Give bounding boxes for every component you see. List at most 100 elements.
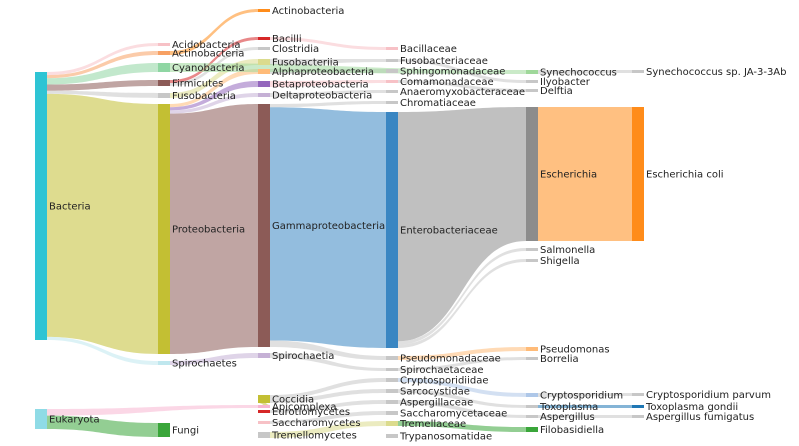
sankey-node-gammaproteobacteria	[258, 104, 270, 347]
sankey-node-bacilli	[258, 37, 270, 40]
sankey-node-acidobacteria	[158, 43, 170, 46]
sankey-link-gammaproteobacteria-to-pseudomonadaceae	[270, 340, 386, 360]
sankey-link-bacilli-to-bacillaceae	[270, 37, 386, 50]
sankey-node-spirochaetes	[158, 361, 170, 365]
sankey-link-firmicutes-to-bacilli	[170, 37, 258, 83]
sankey-link-saccharomycetes-to-saccharomycetaceae	[270, 411, 386, 424]
sankey-node-enterobacteriaceae	[386, 112, 398, 348]
sankey-link-coccidia-to-cryptosporidiidae	[270, 378, 386, 399]
sankey-node-salmonella	[526, 248, 538, 251]
sankey-node-spirochaetia	[258, 353, 270, 358]
sankey-label-alphaproteobacteria: Alphaproteobacteria	[272, 67, 374, 78]
sankey-node-firmicutes	[158, 80, 170, 86]
sankey-label-tremellomycetes: Tremellomycetes	[271, 431, 357, 442]
sankey-label-eukaryota: Eukaryota	[49, 415, 100, 426]
sankey-label-enterobacteriaceae: Enterobacteriaceae	[400, 226, 498, 237]
sankey-node-ilyobacter	[526, 80, 538, 83]
sankey-label-bacilli: Bacilli	[272, 34, 302, 45]
sankey-node-saccharomycetaceae	[386, 411, 398, 415]
sankey-node-filobasidiella	[526, 427, 538, 432]
sankey-link-cryptosporidiidae-to-cryptosporidium	[398, 378, 526, 397]
sankey-label-firmicutes: Firmicutes	[172, 79, 223, 90]
sankey-link-betaproteobacteria-to-comamonadaceae	[270, 80, 386, 87]
sankey-link-eukaryota-to-apicomplexa	[47, 405, 258, 416]
sankey-label-clostridia: Clostridia	[272, 44, 319, 55]
sankey-label-cryptosporidium: Cryptosporidium	[540, 391, 623, 402]
sankey-label-spirochaetes: Spirochaetes	[172, 359, 237, 370]
sankey-node-escherichia	[526, 107, 538, 241]
sankey-label-pseudomonas: Pseudomonas	[540, 345, 610, 356]
sankey-link-gammaproteobacteria-to-chromatiaceae	[270, 101, 386, 108]
sankey-label-bacillaceae: Bacillaceae	[400, 44, 457, 55]
sankey-node-shigella	[526, 259, 538, 262]
sankey-node-fungi	[158, 423, 170, 437]
sankey-node-pseudomonas	[526, 347, 538, 351]
sankey-link-bacteria-to-acidobacteria	[47, 43, 158, 76]
sankey-link-eurotiomycetes-to-aspergillaceae	[270, 400, 386, 413]
sankey-link-comamonadaceae-to-delftia	[398, 80, 526, 92]
sankey-label-borrelia: Borrelia	[540, 354, 579, 365]
sankey-node-delftia	[526, 89, 538, 92]
sankey-link-spirochaetes-to-spirochaetia	[170, 353, 258, 365]
sankey-labels: BacteriaEukaryotaAcidobacteriaActinobact…	[49, 6, 787, 443]
sankey-link-enterobacteriaceae-to-shigella	[398, 259, 526, 348]
sankey-link-enterobacteriaceae-to-escherichia	[398, 107, 526, 342]
sankey-link-gammaproteobacteria-to-enterobacteriaceae	[270, 107, 386, 349]
sankey-link-aspergillaceae-to-aspergillus	[398, 400, 526, 418]
sankey-label-shigella: Shigella	[540, 256, 580, 267]
sankey-node-fusobacteriaceae	[386, 59, 398, 62]
sankey-node-toxoplasma_gondii	[632, 405, 644, 408]
sankey-label-sarcocystidae: Sarcocystidae	[400, 387, 470, 398]
sankey-link-eukaryota-to-fungi	[47, 415, 158, 437]
sankey-label-eurotiomycetes: Eurotiomycetes	[272, 407, 350, 418]
sankey-label-proteobacteria: Proteobacteria	[172, 225, 245, 236]
sankey-link-cryptosporidium-to-cryptosporidium_parvum	[538, 393, 632, 397]
sankey-link-toxoplasma-to-toxoplasma_gondii	[538, 405, 632, 408]
sankey-label-aspergillus: Aspergillus	[540, 412, 595, 423]
sankey-node-proteobacteria	[158, 104, 170, 354]
sankey-node-pseudomonadaceae	[386, 356, 398, 360]
sankey-link-bacteria-to-proteobacteria	[47, 93, 158, 354]
sankey-link-bacteria-to-fusobacteria	[47, 90, 158, 98]
sankey-label-betaproteobacteria: Betaproteobacteria	[272, 80, 369, 91]
sankey-node-synechococcus	[526, 70, 538, 74]
sankey-link-bacteria-to-actinobacteria_p	[47, 51, 158, 79]
sankey-link-proteobacteria-to-alphaproteobacteria	[170, 69, 258, 108]
sankey-link-tremellomycetes-to-tremellaceae	[270, 421, 386, 438]
sankey-label-fusobacteria: Fusobacteria	[172, 91, 236, 102]
sankey-links	[47, 9, 632, 438]
sankey-node-chromatiaceae	[386, 101, 398, 104]
sankey-node-fusobacteriia	[258, 59, 270, 65]
sankey-node-synechococcus_sp	[632, 70, 644, 73]
sankey-link-deltaproteobacteria-to-anaeromyxobacteraceae	[270, 90, 386, 97]
sankey-node-tremellomycetes	[258, 432, 270, 438]
sankey-link-spirochaetia-to-spirochaetaceae	[270, 353, 386, 371]
sankey-label-pseudomonadaceae: Pseudomonadaceae	[400, 354, 501, 365]
sankey-node-cryptosporidiidae	[386, 378, 398, 382]
sankey-node-coccidia	[258, 395, 270, 403]
sankey-label-deltaproteobacteria: Deltaproteobacteria	[272, 91, 372, 102]
sankey-label-spirochaetia: Spirochaetia	[272, 351, 334, 362]
sankey-label-trypanosomatidae: Trypanosomatidae	[399, 432, 492, 443]
sankey-label-sphingomonadaceae: Sphingomonadaceae	[400, 67, 505, 78]
sankey-node-fusobacteria	[158, 93, 170, 98]
sankey-node-cryptosporidium_parvum	[632, 393, 644, 396]
sankey-label-bacteria: Bacteria	[49, 202, 91, 213]
sankey-node-actinobacteria_p	[158, 51, 170, 55]
sankey-link-coccidia-to-sarcocystidae	[270, 389, 386, 403]
sankey-node-sphingomonadaceae	[386, 69, 398, 73]
sankey-node-tremellaceae	[386, 421, 398, 426]
sankey-link-tremellaceae-to-filobasidiella	[398, 421, 526, 432]
sankey-label-synechococcus_sp: Synechococcus sp. JA-3-3Ab	[646, 67, 787, 78]
sankey-node-spirochaetaceae	[386, 368, 398, 371]
sankey-label-synechococcus: Synechococcus	[540, 68, 617, 79]
sankey-link-actinobacteria_p-to-actinobacteria_c	[170, 9, 258, 55]
sankey-label-toxoplasma: Toxoplasma	[539, 402, 598, 413]
sankey-label-fusobacteriia: Fusobacteriia	[272, 58, 339, 69]
sankey-label-filobasidiella: Filobasidiella	[540, 425, 604, 436]
sankey-node-comamonadaceae	[386, 80, 398, 83]
sankey-label-delftia: Delftia	[540, 86, 573, 97]
sankey-node-toxoplasma	[526, 405, 538, 408]
sankey-node-clostridia	[258, 47, 270, 50]
